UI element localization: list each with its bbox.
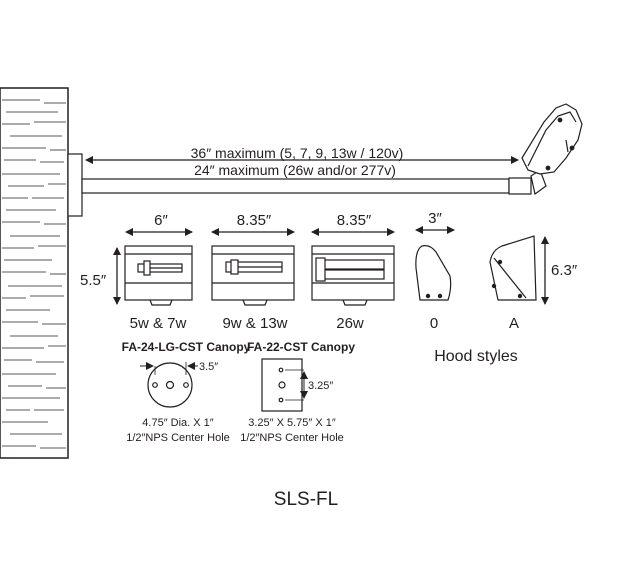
housing-2-wattage: 9w & 13w: [222, 315, 287, 332]
canopy-2-hole: 1/2″NPS Center Hole: [240, 432, 344, 444]
hood-style-a: [489, 235, 537, 301]
wall-mount-plate: [67, 153, 83, 217]
canopy-2-size: 3.25″ X 5.75″ X 1″: [248, 417, 336, 429]
canopy-rectangular: [261, 358, 304, 412]
canopy-2-title: FA-22-CST Canopy: [247, 340, 355, 354]
housing-height-label: 5.5″: [80, 272, 107, 289]
model-name: SLS-FL: [274, 489, 338, 510]
housing-5w-7w: [124, 245, 193, 306]
hood-width-label: 3″: [428, 210, 442, 227]
housing-26w: [311, 245, 395, 306]
housing-9w-13w: [211, 245, 295, 306]
arm-tube: [81, 178, 510, 194]
canopy-1-dim-label: 3.5″: [199, 361, 218, 373]
housing-3-width-label: 8.35″: [337, 212, 372, 229]
canopy-round: [147, 362, 193, 408]
canopy-1-title: FA-24-LG-CST Canopy: [122, 340, 251, 354]
hood-style-0-label: 0: [430, 315, 438, 332]
housing-1-wattage: 5w & 7w: [130, 315, 187, 332]
hood-height-label: 6.3″: [551, 262, 578, 279]
housing-1-width-label: 6″: [154, 212, 168, 229]
arm-length-line1: 36″ maximum (5, 7, 9, 13w / 120v): [191, 145, 404, 161]
hood-style-0: [415, 245, 452, 301]
canopy-2-dim-label: 3.25″: [308, 380, 333, 392]
hood-styles-title: Hood styles: [434, 348, 518, 365]
hood-style-a-label: A: [509, 315, 519, 332]
canopy-1-size: 4.75″ Dia. X 1″: [142, 417, 213, 429]
housing-3-wattage: 26w: [336, 315, 364, 332]
arm-assembly: [67, 153, 547, 217]
flood-light-head: [521, 103, 583, 175]
arm-length-line2: 24″ maximum (26w and/or 277v): [194, 162, 396, 178]
brick-wall: [0, 87, 69, 459]
housing-2-width-label: 8.35″: [237, 212, 272, 229]
canopy-1-hole: 1/2″NPS Center Hole: [126, 432, 230, 444]
arm-knuckle: [508, 177, 532, 195]
